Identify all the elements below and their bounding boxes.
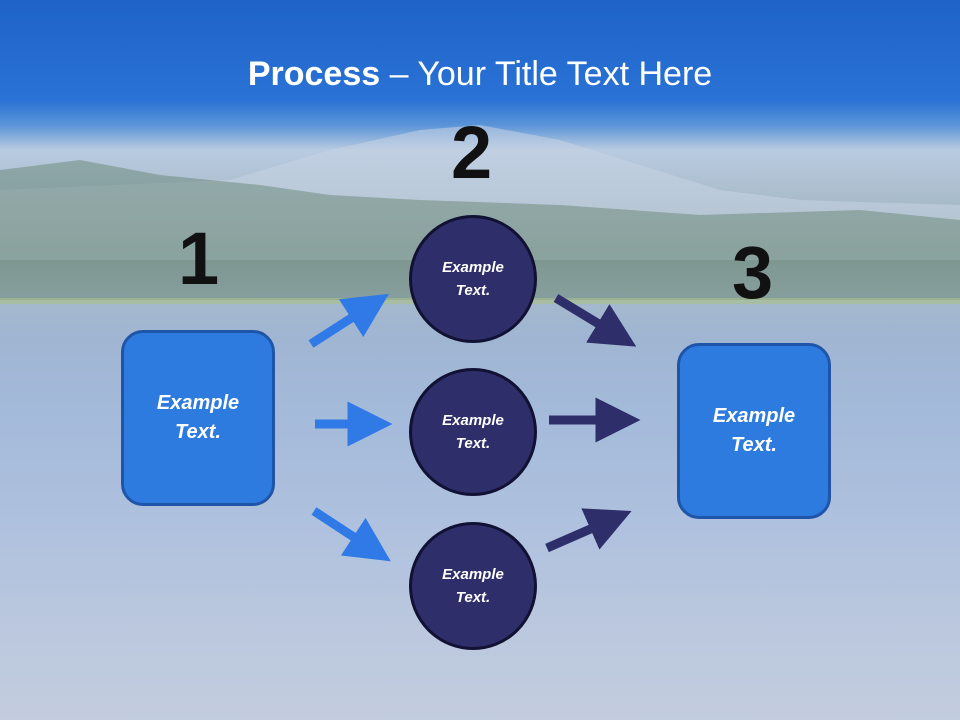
circle-middle-label: Example Text. <box>442 412 504 452</box>
title-rest: – Your Title Text Here <box>380 55 713 93</box>
step-2-circle-bottom: Example Text. <box>409 522 537 650</box>
circle-bottom-label: Example Text. <box>442 566 504 606</box>
step-2-circle-top: Example Text. <box>409 215 537 343</box>
step-number-2: 2 <box>451 111 493 194</box>
title-bold: Process <box>247 55 381 93</box>
page-title: Process – Your Title Text Here <box>0 52 960 96</box>
step-1-label: Example Text. <box>156 392 240 443</box>
step-2-circle-middle: Example Text. <box>409 368 537 496</box>
arrow-1-to-bottom <box>311 507 391 562</box>
step-3-box: Example Text. <box>677 343 831 519</box>
step-1-box: Example Text. <box>121 330 275 506</box>
arrow-top-to-3 <box>553 294 637 347</box>
circle-top-label: Example Text. <box>442 259 504 299</box>
step-number-1: 1 <box>178 217 220 300</box>
step-3-label: Example Text. <box>712 405 796 456</box>
arrow-bottom-to-3 <box>545 508 632 553</box>
arrow-1-to-top <box>308 293 389 348</box>
step-number-3: 3 <box>732 231 774 314</box>
